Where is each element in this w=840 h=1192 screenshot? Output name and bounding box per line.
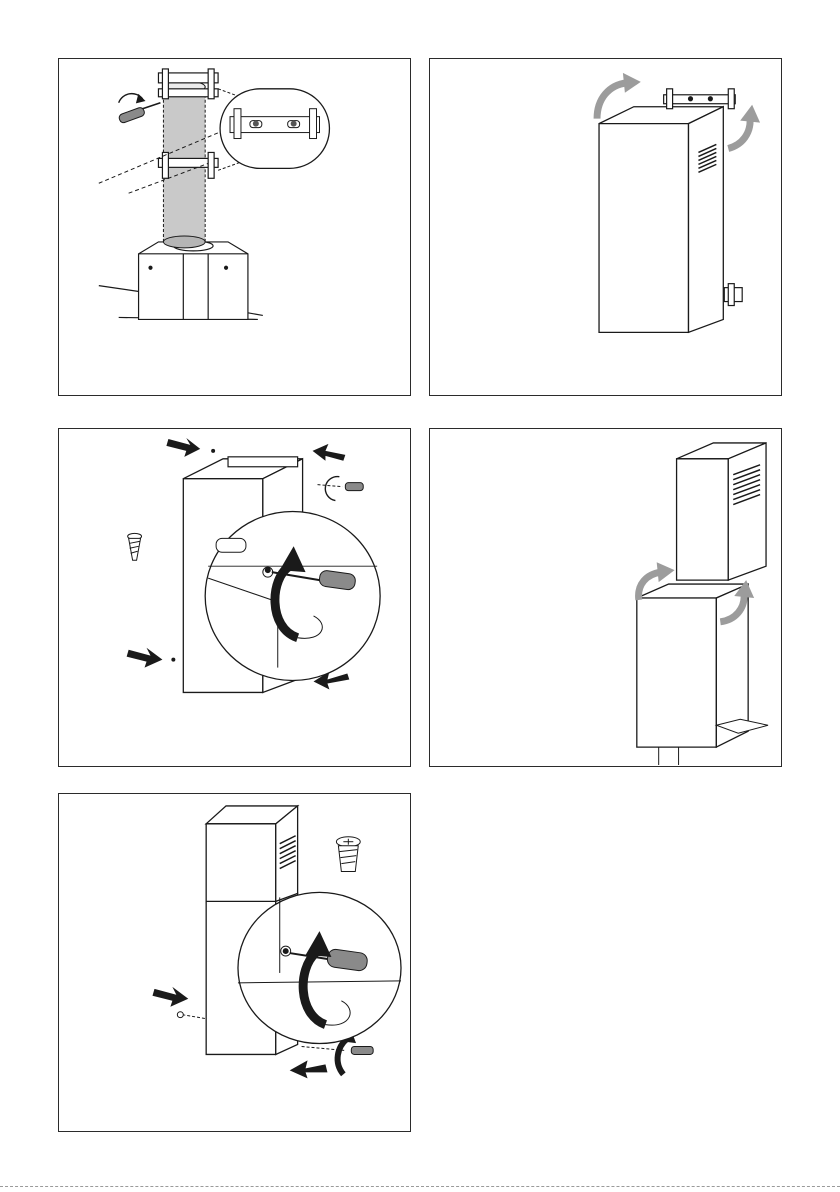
illustration-screw-fixing <box>59 429 410 766</box>
screw-icon <box>336 837 360 872</box>
upper-chimney-section <box>677 443 766 580</box>
screw-detail-callout <box>238 892 401 1043</box>
wall-bracket-bottom <box>724 284 742 306</box>
upper-chimney-section <box>206 806 297 903</box>
direction-arrow-icon <box>290 1060 328 1078</box>
illustration-duct-mounting <box>59 59 410 395</box>
bracket-detail-callout <box>218 89 329 171</box>
screw-detail-callout <box>205 512 380 681</box>
wall-bracket-top <box>664 89 736 109</box>
screwdriver-icon <box>318 477 364 501</box>
direction-arrow-icon <box>166 438 200 457</box>
illustration-upper-section <box>430 429 781 766</box>
illustration-chimney-cover <box>430 59 781 395</box>
panel-step-2 <box>429 58 782 396</box>
screwdriver-icon <box>118 94 160 124</box>
page-bottom-rule <box>0 1186 840 1187</box>
panel-step-3 <box>58 428 411 767</box>
direction-arrow-icon <box>127 648 163 668</box>
direction-arrow-icon <box>313 444 346 461</box>
panel-step-1 <box>58 58 411 396</box>
illustration-upper-screw-fixing <box>59 794 410 1131</box>
direction-arrow-icon <box>152 987 188 1007</box>
chimney-cover <box>599 107 723 333</box>
panel-step-4 <box>429 428 782 767</box>
screw-icon <box>128 533 142 560</box>
lift-arrow-icon <box>728 105 760 149</box>
panel-step-5 <box>58 793 411 1132</box>
